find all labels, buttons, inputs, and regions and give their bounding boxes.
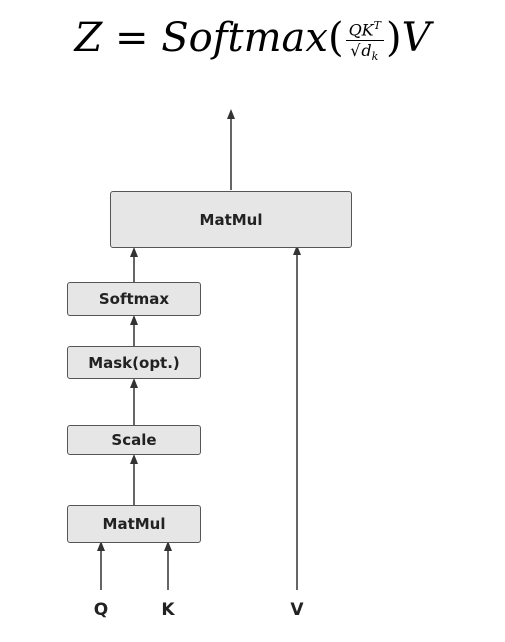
formula-num-base: QK bbox=[348, 20, 374, 40]
input-q-label: Q bbox=[93, 600, 109, 620]
scale-label: Scale bbox=[111, 431, 157, 449]
formula-sqrt-sign: √ bbox=[350, 41, 361, 61]
formula-function: Softmax bbox=[161, 15, 328, 61]
formula-den-base: d bbox=[361, 41, 372, 61]
formula-den-sub: k bbox=[371, 50, 379, 64]
formula-num-sup: T bbox=[373, 18, 381, 32]
formula-sqrt-body: dk bbox=[360, 40, 380, 64]
formula-fraction: QKT √dk bbox=[345, 18, 384, 64]
formula-open-paren: ( bbox=[327, 15, 344, 61]
mask-box: Mask(opt.) bbox=[67, 346, 201, 379]
formula-rhs: V bbox=[401, 15, 431, 61]
softmax-box: Softmax bbox=[67, 282, 201, 316]
softmax-label: Softmax bbox=[98, 290, 170, 308]
formula-close-paren: ) bbox=[385, 15, 402, 61]
input-k-label: K bbox=[161, 600, 175, 620]
formula-lhs: Z bbox=[74, 15, 103, 61]
attention-formula: Z = Softmax( QKT √dk )V bbox=[0, 18, 505, 62]
matmul-bottom-label: MatMul bbox=[102, 515, 166, 533]
formula-denominator: √dk bbox=[346, 40, 384, 64]
matmul-top-label: MatMul bbox=[199, 210, 263, 229]
formula-equals: = bbox=[115, 15, 149, 61]
mask-label: Mask(opt.) bbox=[88, 353, 180, 372]
formula-numerator: QKT bbox=[345, 18, 384, 42]
matmul-top-box: MatMul bbox=[110, 191, 352, 248]
input-v-label: V bbox=[290, 600, 304, 620]
matmul-bottom-box: MatMul bbox=[67, 505, 201, 543]
scale-box: Scale bbox=[67, 425, 201, 455]
